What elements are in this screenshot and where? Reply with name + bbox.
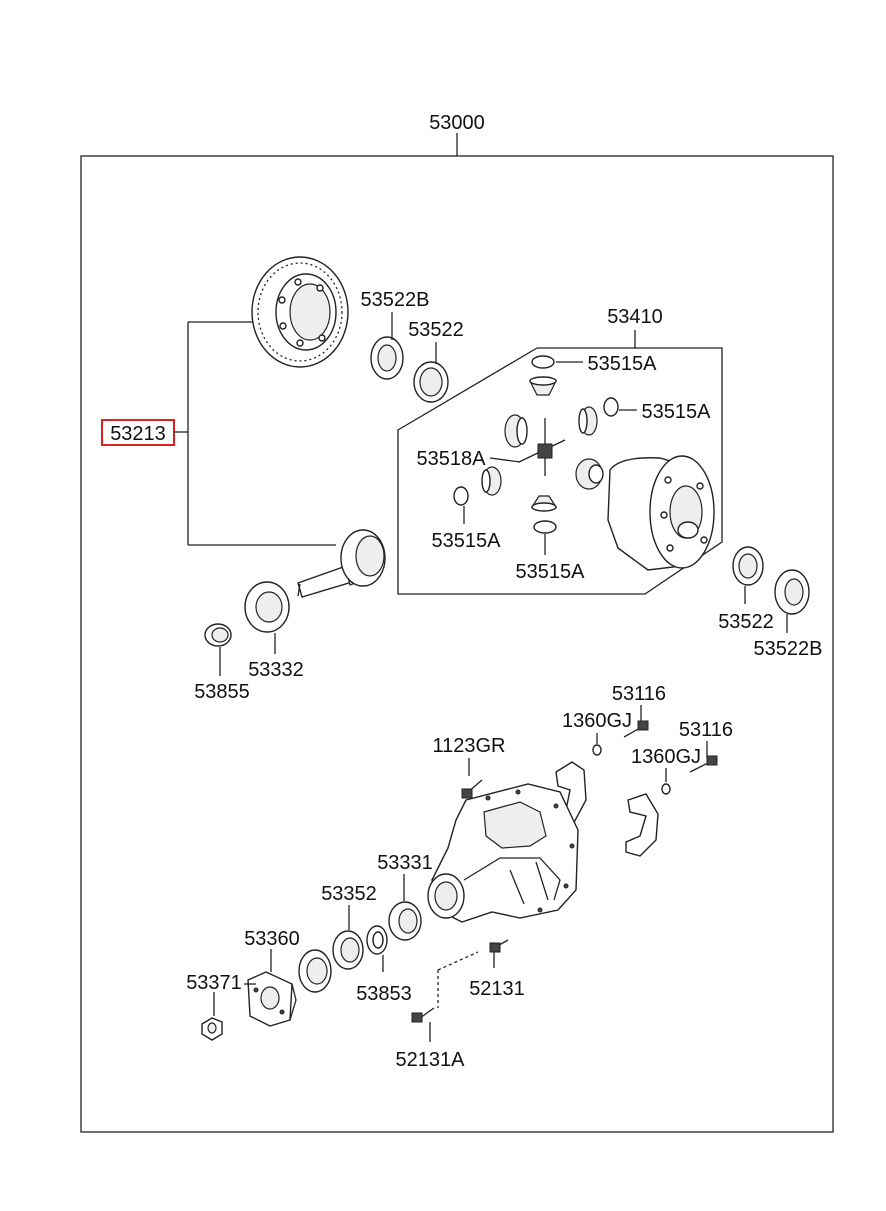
companion-flange-53360[interactable]: [247, 971, 297, 1027]
label-1360gj-right[interactable]: 1360GJ: [631, 746, 701, 768]
shim-53853[interactable]: [366, 925, 388, 955]
case-group-outline: [397, 347, 723, 595]
race-53522-right[interactable]: [732, 546, 764, 586]
pinion-shaft[interactable]: [518, 418, 566, 476]
label-53522-top[interactable]: 53522: [408, 319, 464, 341]
race-53522-top[interactable]: [413, 361, 449, 403]
stud-52131[interactable]: [489, 939, 509, 953]
label-53515a-4[interactable]: 53515A: [516, 561, 586, 583]
stud-leader-dashed: [437, 951, 479, 1008]
label-53522b-top[interactable]: 53522B: [361, 289, 430, 311]
thrust-washer-right[interactable]: [603, 397, 619, 417]
side-gear-top[interactable]: [529, 376, 557, 396]
label-52131[interactable]: 52131: [469, 978, 525, 1000]
differential-case[interactable]: [607, 455, 715, 571]
label-53213[interactable]: 53213: [110, 423, 166, 445]
label-53331[interactable]: 53331: [377, 852, 433, 874]
washer-1360gj-top[interactable]: [592, 744, 602, 756]
bearing-53522b-right[interactable]: [774, 569, 810, 615]
side-gear-left[interactable]: [481, 466, 502, 496]
pinion-bearing-53332[interactable]: [244, 581, 290, 633]
label-53522b-right[interactable]: 53522B: [754, 638, 823, 660]
label-53522-right[interactable]: 53522: [718, 611, 774, 633]
label-53332[interactable]: 53332: [248, 659, 304, 681]
carrier-bolt-1123gr[interactable]: [461, 779, 483, 799]
ring-gear[interactable]: [251, 256, 349, 368]
differential-carrier[interactable]: [427, 783, 579, 923]
bearing-53522b-top[interactable]: [370, 336, 404, 380]
pinion-gear-right[interactable]: [578, 406, 598, 436]
label-53515a-3[interactable]: 53515A: [432, 530, 502, 552]
thrust-washer-left[interactable]: [453, 486, 469, 506]
label-53855[interactable]: 53855: [194, 681, 250, 703]
spacer-53855[interactable]: [204, 623, 232, 647]
label-52131a[interactable]: 52131A: [396, 1049, 466, 1071]
label-53410[interactable]: 53410: [607, 306, 663, 328]
drive-pinion[interactable]: [297, 529, 386, 598]
washer-1360gj-right[interactable]: [661, 783, 671, 795]
bearing-cap-right[interactable]: [625, 793, 659, 857]
label-53853[interactable]: 53853: [356, 983, 412, 1005]
label-1360gj-top[interactable]: 1360GJ: [562, 710, 632, 732]
label-53515a-2[interactable]: 53515A: [642, 401, 712, 423]
label-53352[interactable]: 53352: [321, 883, 377, 905]
label-53116-top[interactable]: 53116: [612, 683, 666, 705]
label-53116-right[interactable]: 53116: [679, 719, 733, 741]
label-1123gr[interactable]: 1123GR: [432, 735, 505, 757]
thrust-washer-top[interactable]: [531, 355, 555, 369]
label-53518a[interactable]: 53518A: [417, 448, 487, 470]
front-bearing-53331[interactable]: [388, 901, 422, 941]
stud-52131a[interactable]: [411, 1007, 435, 1023]
nut-53371[interactable]: [201, 1017, 223, 1041]
label-53360[interactable]: 53360: [244, 928, 300, 950]
thrust-washer-bottom[interactable]: [533, 520, 557, 534]
cap-bolt-top[interactable]: [623, 720, 649, 738]
label-53000[interactable]: 53000: [429, 112, 485, 134]
label-53515a-1[interactable]: 53515A: [588, 353, 658, 375]
oil-seal[interactable]: [298, 949, 332, 993]
label-53371[interactable]: 53371: [186, 972, 242, 994]
cap-bolt-right[interactable]: [689, 755, 718, 773]
side-gear-bottom[interactable]: [530, 495, 558, 512]
race-53352[interactable]: [332, 930, 364, 970]
side-gear-right[interactable]: [575, 458, 604, 490]
pinion-gear-left[interactable]: [504, 414, 528, 448]
